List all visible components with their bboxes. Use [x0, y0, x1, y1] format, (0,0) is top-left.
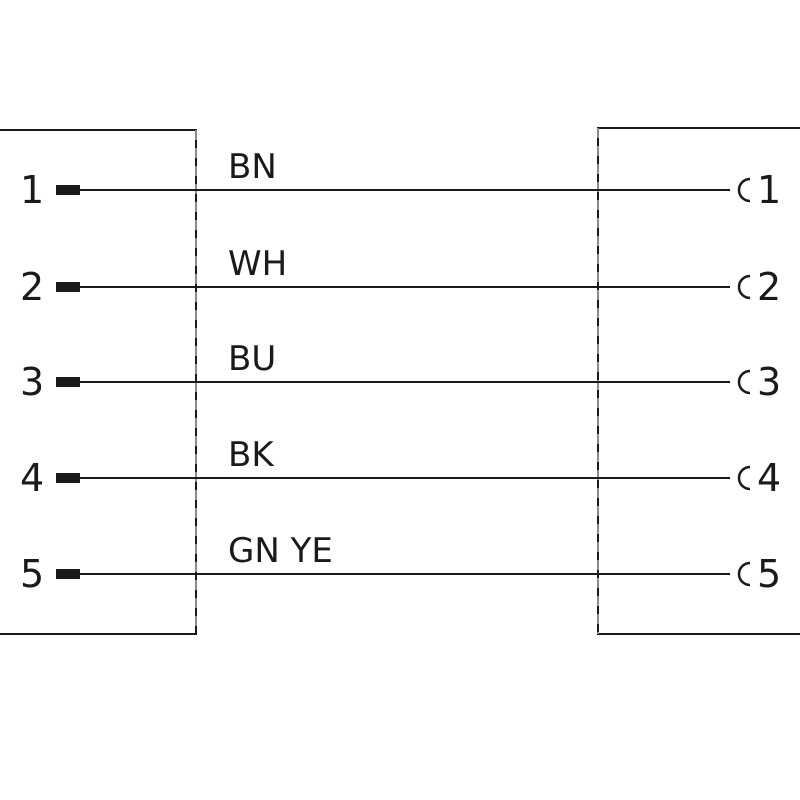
wire-color-label: BN [228, 147, 277, 187]
right-pin-number: 4 [757, 456, 781, 500]
right-pin-number: 2 [757, 265, 781, 309]
pin-contact-icon [56, 377, 80, 387]
left-pin-number: 5 [20, 552, 44, 596]
right-pin-number: 1 [757, 168, 781, 212]
socket-contact-icon [737, 274, 751, 300]
wire-2: 2 WH 2 [20, 244, 781, 309]
left-pin-number: 3 [20, 360, 44, 404]
wire-3: 3 BU 3 [20, 339, 781, 404]
wire-color-label: GN YE [228, 531, 333, 571]
pin-contact-icon [56, 473, 80, 483]
pin-contact-icon [56, 282, 80, 292]
wire-color-label: BK [228, 435, 275, 475]
wire-1: 1 BN 1 [20, 147, 781, 212]
pin-contact-icon [56, 185, 80, 195]
wire-color-label: WH [228, 244, 287, 284]
left-pin-number: 4 [20, 456, 44, 500]
left-pin-number: 2 [20, 265, 44, 309]
left-pin-number: 1 [20, 168, 44, 212]
socket-contact-icon [737, 369, 751, 395]
wire-5: 5 GN YE 5 [20, 531, 781, 596]
socket-contact-icon [737, 561, 751, 587]
right-pin-number: 3 [757, 360, 781, 404]
right-pin-number: 5 [757, 552, 781, 596]
wire-4: 4 BK 4 [20, 435, 781, 500]
pin-contact-icon [56, 569, 80, 579]
socket-contact-icon [737, 177, 751, 203]
wire-color-label: BU [228, 339, 276, 379]
socket-contact-icon [737, 465, 751, 491]
wires: 1 BN 1 2 WH 2 3 BU 3 4 BK 4 5 GN YE 5 [20, 147, 781, 596]
